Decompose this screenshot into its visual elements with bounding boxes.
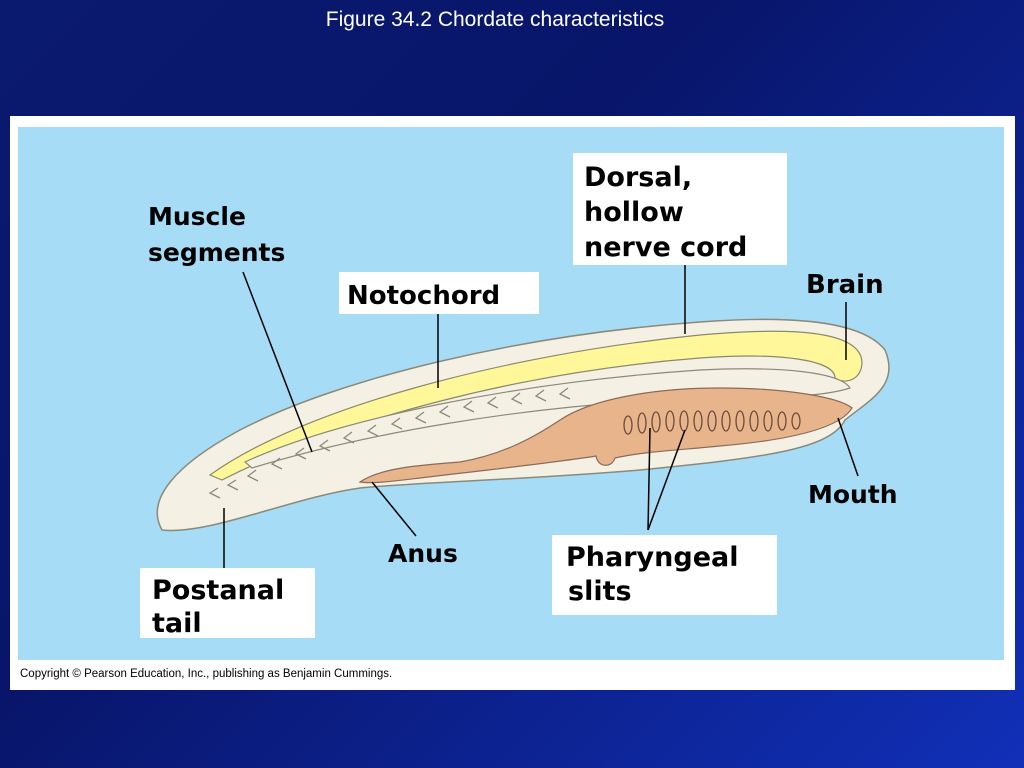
label-mouth: Mouth bbox=[808, 480, 898, 509]
figure-frame: Muscle segments Notochord Dorsal, hollow… bbox=[10, 116, 1015, 690]
label-dorsal-1: Dorsal, bbox=[584, 162, 692, 193]
label-muscle-segments-1: Muscle bbox=[148, 202, 246, 231]
dorsal-label-box bbox=[573, 153, 787, 265]
slide-title: Figure 34.2 Chordate characteristics bbox=[325, 8, 665, 31]
copyright-notice: Copyright © Pearson Education, Inc., pub… bbox=[20, 668, 393, 680]
label-brain: Brain bbox=[806, 270, 884, 300]
leader-lines bbox=[223, 265, 859, 568]
pharyngeal-slits-shapes bbox=[623, 410, 801, 435]
label-postanal-2: tail bbox=[152, 608, 202, 639]
postanal-label-box bbox=[140, 568, 315, 638]
label-muscle-segments-2: segments bbox=[148, 238, 285, 267]
label-postanal-1: Postanal bbox=[152, 575, 284, 606]
notochord-label-box bbox=[339, 272, 539, 314]
pharyngeal-label-box bbox=[552, 535, 777, 615]
label-anus: Anus bbox=[388, 539, 458, 568]
nerve-cord bbox=[208, 330, 863, 481]
gut bbox=[358, 387, 853, 484]
chordate-diagram: Muscle segments Notochord Dorsal, hollow… bbox=[18, 127, 1004, 660]
muscle-segments bbox=[208, 387, 571, 499]
label-dorsal-2: hollow bbox=[584, 197, 684, 228]
label-notochord: Notochord bbox=[347, 281, 500, 311]
label-dorsal-3: nerve cord bbox=[584, 232, 747, 263]
label-pharyngeal-2: slits bbox=[568, 576, 632, 607]
label-pharyngeal-1: Pharyngeal bbox=[566, 542, 738, 573]
